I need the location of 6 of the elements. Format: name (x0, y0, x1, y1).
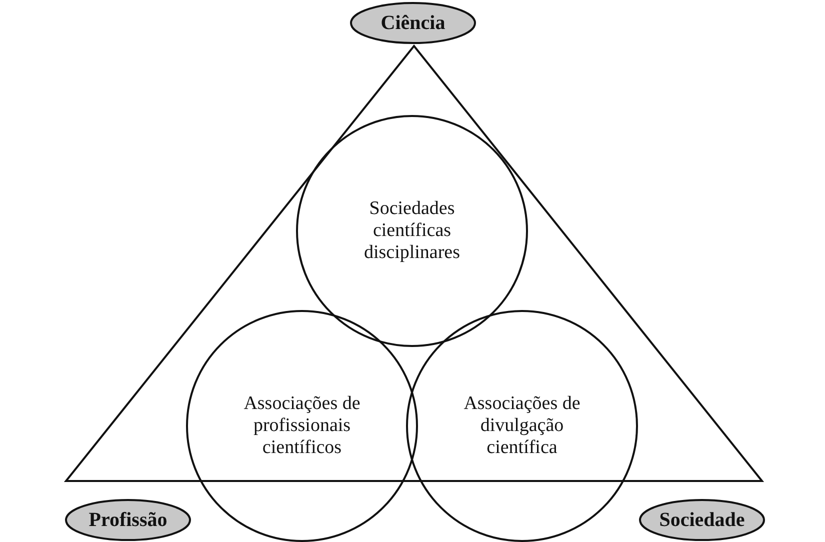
corner-label: Ciência (380, 12, 446, 34)
corner-label: Sociedade (658, 509, 746, 531)
circle-label: Associações de profissionais científicos (242, 393, 362, 459)
corner-label: Profissão (88, 509, 168, 531)
circle-label: Associações de divulgação científica (462, 393, 582, 459)
circle-label: Sociedades científicas disciplinares (362, 198, 462, 264)
